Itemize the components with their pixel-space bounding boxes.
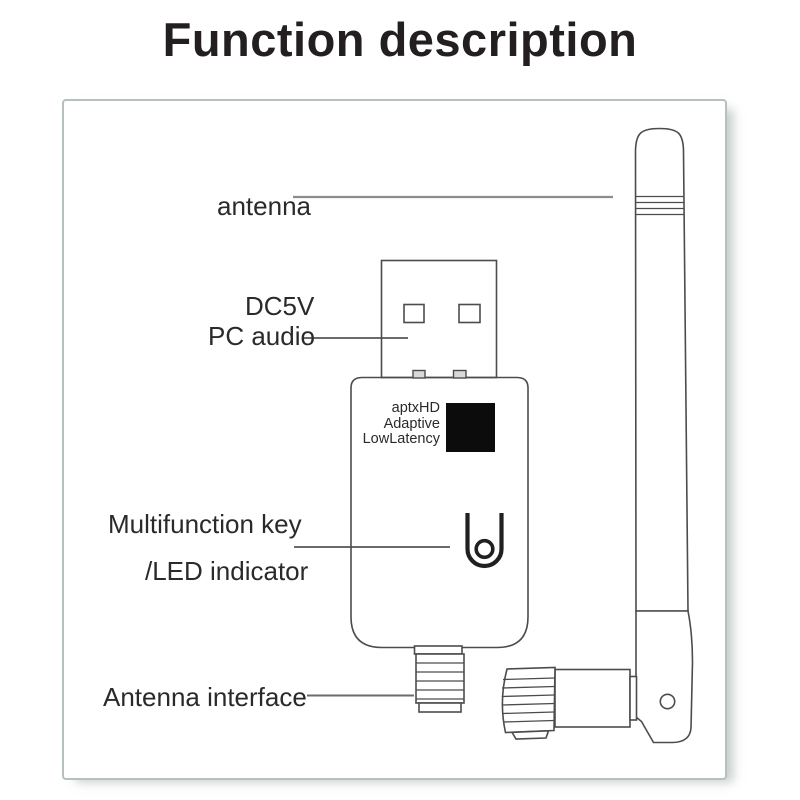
led-indicator-dot [474,538,495,560]
antenna-interface-cap-bottom [418,702,462,713]
usb-base-tab-left [412,369,426,379]
usb-contact-right [458,303,481,324]
codec-line-1: aptxHD [391,400,440,416]
antenna-rod [634,127,689,612]
multifunction-key-u-shape [465,513,504,569]
label-multifunction-key: Multifunction key [108,509,302,539]
codec-text-block: aptxHD Adaptive LowLatency [330,400,440,448]
antenna-interface-threads [415,653,465,704]
label-led-indicator: /LED indicator [145,556,309,586]
antenna-interface-thread-lines [416,662,464,700]
antenna-base [635,610,694,744]
label-antenna-interface: Antenna interface [103,682,307,712]
codec-badge-square-icon [446,403,495,452]
codec-line-2: Adaptive [383,415,440,432]
device-body [350,369,529,649]
sma-nut-outline [501,666,556,734]
usb-contact-left [403,303,425,324]
sma-connector-collar [629,675,638,721]
usb-base-tab-right [452,369,467,379]
diagram-card [62,99,727,780]
device-body-outline [350,376,529,649]
multifunction-key-icon [465,513,504,569]
antenna-interface-connector [413,645,465,713]
codec-line-3: LowLatency [362,431,440,448]
label-antenna: antenna [217,191,311,221]
label-pc-audio: PC audio [208,321,315,351]
antenna-interface-cap-top [413,645,463,655]
antenna-rod-outline [634,127,689,612]
label-dc5v: DC5V [245,291,315,321]
sma-nut-lip [510,729,550,740]
page-title: Function description [162,13,638,66]
sma-connector-nut [501,666,556,740]
antenna-rod-stripes [635,195,685,216]
usb-plug [380,259,498,379]
antenna-base-hole [659,693,676,710]
sma-nut-ridges [501,677,555,723]
antenna-base-outline [635,610,694,744]
sma-connector-barrel [554,668,631,728]
